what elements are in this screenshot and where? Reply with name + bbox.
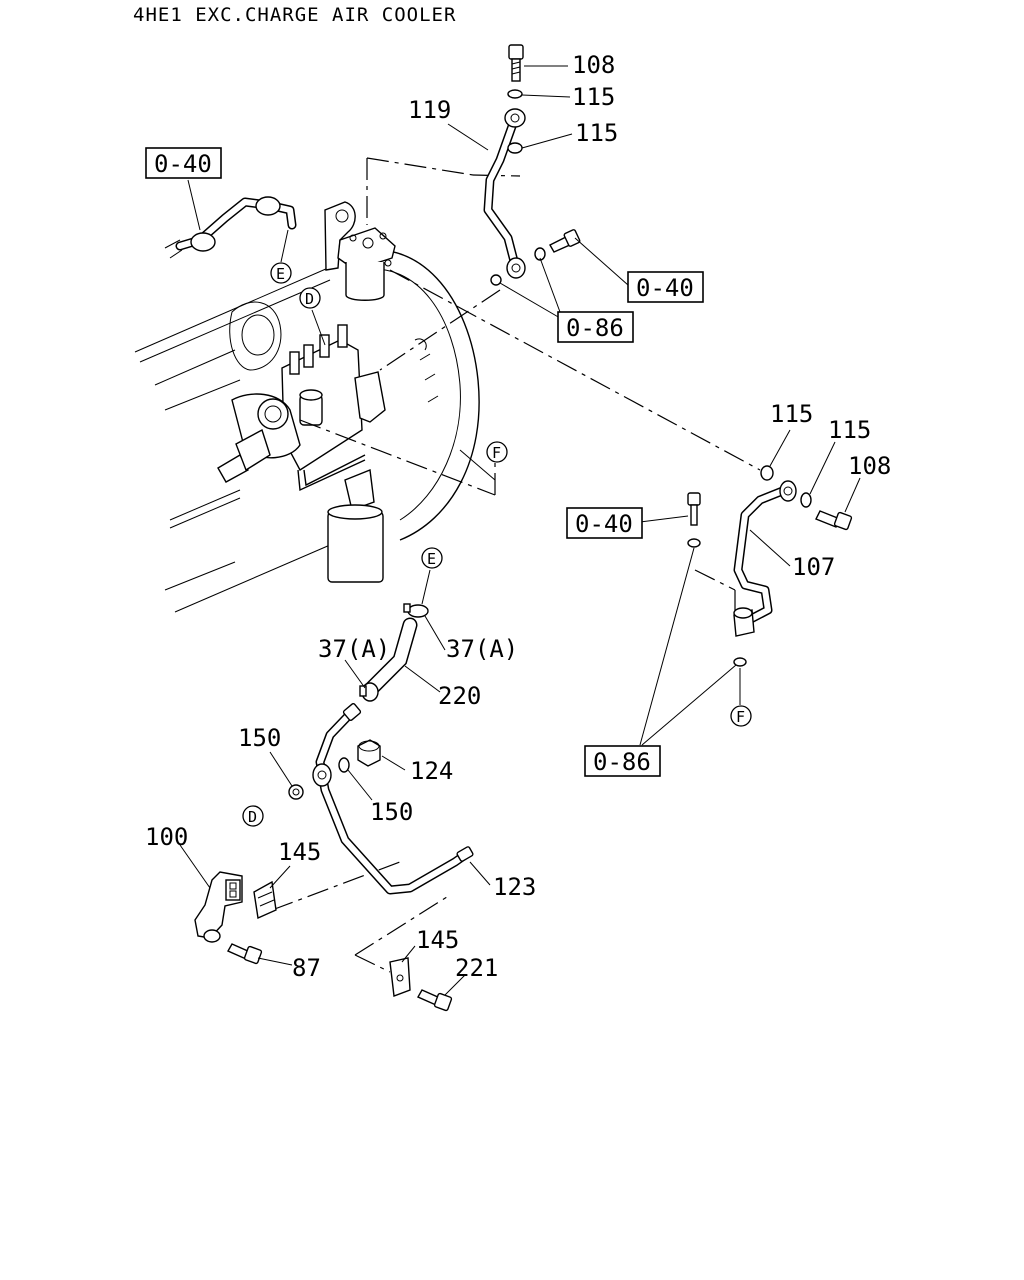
callout-37a-right: 37(A) [446, 635, 518, 663]
connector-f-lower[interactable]: F [730, 705, 752, 727]
connector-d-lower[interactable]: D [242, 805, 264, 827]
clamp-145-right[interactable] [389, 957, 411, 997]
connector-f-upper[interactable]: F [486, 441, 508, 463]
ref-box-0-40-right[interactable]: 0-40 [566, 507, 643, 539]
callout-115-top: 115 [572, 83, 615, 111]
nut-124[interactable] [357, 739, 381, 767]
callout-145-right: 145 [416, 926, 459, 954]
svg-text:0-40: 0-40 [575, 510, 633, 538]
callout-124: 124 [410, 757, 453, 785]
connector-e-lower[interactable]: E [421, 547, 443, 569]
svg-text:0-86: 0-86 [566, 314, 624, 342]
bracket-100[interactable] [194, 871, 243, 943]
bolt-108-right[interactable] [815, 510, 853, 531]
callout-150-right: 150 [370, 798, 413, 826]
diagram-title: 4HE1 EXC.CHARGE AIR COOLER [133, 4, 456, 26]
callout-100: 100 [145, 823, 188, 851]
washer-0-86b[interactable] [687, 538, 701, 548]
washer-115b[interactable] [507, 142, 523, 154]
engine-illustration [134, 196, 480, 613]
connector-e-upper[interactable]: E [270, 262, 292, 284]
svg-text:0-40: 0-40 [636, 274, 694, 302]
clamp-145-left[interactable] [253, 880, 277, 920]
svg-text:E: E [276, 265, 285, 283]
svg-text:F: F [492, 444, 501, 462]
hose-220[interactable] [362, 617, 418, 698]
callout-108-top: 108 [572, 51, 615, 79]
ref-box-0-40-top-left[interactable]: 0-40 [145, 147, 222, 179]
bolt-221[interactable] [417, 989, 453, 1012]
pipe-119[interactable] [483, 108, 526, 279]
washer-0-86a[interactable] [490, 274, 502, 286]
callout-115-right-a: 115 [770, 400, 813, 428]
svg-text:F: F [736, 708, 745, 726]
washer-lower-right[interactable] [733, 657, 747, 667]
callout-115-second: 115 [575, 119, 618, 147]
pipe-107[interactable] [733, 480, 797, 637]
ref-box-0-86-top[interactable]: 0-86 [557, 311, 634, 343]
bolt-108-top[interactable] [508, 44, 524, 82]
callout-221: 221 [455, 954, 498, 982]
callout-115-right-b: 115 [828, 416, 871, 444]
clip-37a-upper[interactable] [403, 603, 429, 618]
callout-108-right: 108 [848, 452, 891, 480]
assembly-lines [271, 157, 761, 973]
svg-text:D: D [248, 808, 257, 826]
clip-37a-lower[interactable] [359, 682, 379, 702]
callout-150-left: 150 [238, 724, 281, 752]
callout-87: 87 [292, 954, 321, 982]
bolt-0-40-right[interactable] [687, 492, 701, 526]
washer-115c[interactable] [760, 465, 774, 481]
washer-115a[interactable] [507, 89, 523, 99]
pipe-123[interactable] [312, 703, 474, 895]
connector-d-upper[interactable]: D [299, 287, 321, 309]
callout-107: 107 [792, 553, 835, 581]
ref-box-0-40-top-right[interactable]: 0-40 [627, 271, 704, 303]
leader-lines [179, 65, 861, 996]
ref-box-0-86-bottom[interactable]: 0-86 [584, 745, 661, 777]
callout-119: 119 [408, 96, 451, 124]
bolt-upper-right[interactable] [549, 229, 581, 253]
callout-123: 123 [493, 873, 536, 901]
washer-150b[interactable] [338, 757, 350, 773]
washer-115d[interactable] [800, 492, 812, 508]
svg-text:D: D [305, 290, 314, 308]
svg-text:0-86: 0-86 [593, 748, 651, 776]
callout-145-left: 145 [278, 838, 321, 866]
washer-150a[interactable] [288, 784, 304, 800]
bolt-87[interactable] [227, 943, 263, 965]
washer-upper-right[interactable] [534, 247, 546, 261]
svg-text:E: E [427, 550, 436, 568]
callout-37a-left: 37(A) [318, 635, 390, 663]
svg-text:0-40: 0-40 [154, 150, 212, 178]
callout-220: 220 [438, 682, 481, 710]
